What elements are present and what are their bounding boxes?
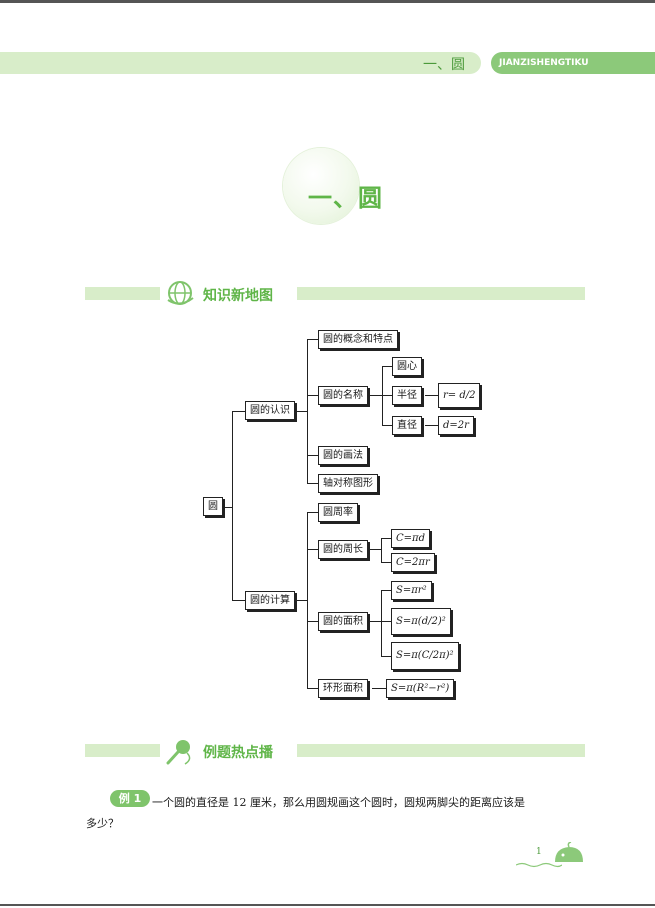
map-node-root: 圆 — [203, 497, 223, 516]
map-node-radius: 半径 — [392, 386, 422, 405]
map-node-drawing: 圆的画法 — [318, 446, 368, 465]
map-node-circumference: 圆的周长 — [318, 540, 368, 559]
section-title-examples: 例题热点播 — [203, 745, 273, 761]
globe-icon — [167, 281, 194, 305]
section2-bar-right — [297, 744, 585, 757]
map-node-diameter: 直径 — [392, 416, 422, 435]
map-node-center: 圆心 — [392, 357, 422, 376]
example-badge: 例 1 — [110, 790, 150, 807]
map-node-concept: 圆的概念和特点 — [318, 330, 398, 349]
map-node-circle-calculation: 圆的计算 — [245, 591, 295, 610]
section-bar-left — [85, 287, 160, 300]
example-question-line1: 一个圆的直径是 12 厘米，那么用圆规画这个圆时，圆规两脚尖的距离应该是 — [152, 796, 525, 809]
running-header: 一、圆 — [0, 52, 481, 74]
map-formula-s3: S=π(C/2π)² — [391, 642, 459, 670]
whale-icon — [555, 842, 583, 862]
map-node-names: 圆的名称 — [318, 386, 368, 405]
map-formula-ring: S=π(R²−r²) — [386, 679, 455, 698]
microphone-icon — [166, 740, 191, 765]
map-node-ring-area: 环形面积 — [318, 679, 368, 698]
map-node-axis-symmetry: 轴对称图形 — [318, 474, 378, 493]
map-formula-s2: S=π(d/2)² — [391, 608, 451, 635]
chapter-title: 一、圆 — [308, 184, 383, 212]
wave-decoration — [516, 862, 562, 868]
map-node-circle-recognition: 圆的认识 — [245, 401, 295, 420]
page-number: 1 — [536, 847, 542, 857]
header-title: 一、圆 — [423, 57, 465, 73]
map-formula-c2: C=2πr — [391, 553, 435, 572]
example-question-line2: 多少？ — [86, 817, 119, 830]
map-formula-c1: C=πd — [391, 529, 431, 548]
map-node-pi: 圆周率 — [318, 503, 358, 522]
section-title-knowledge-map: 知识新地图 — [203, 288, 273, 304]
section2-bar-left — [85, 744, 160, 757]
chapter-circle-decoration — [283, 148, 359, 224]
top-rule — [0, 0, 655, 3]
section-bar-right — [297, 287, 585, 300]
map-formula-diameter: d=2r — [438, 416, 474, 435]
header-tag: JIANZISHENGTIKU — [491, 52, 655, 74]
bottom-rule — [0, 904, 655, 906]
map-node-area: 圆的面积 — [318, 612, 368, 631]
map-formula-s1: S=πr² — [391, 581, 432, 600]
map-formula-radius: r= d/2 — [438, 383, 481, 408]
